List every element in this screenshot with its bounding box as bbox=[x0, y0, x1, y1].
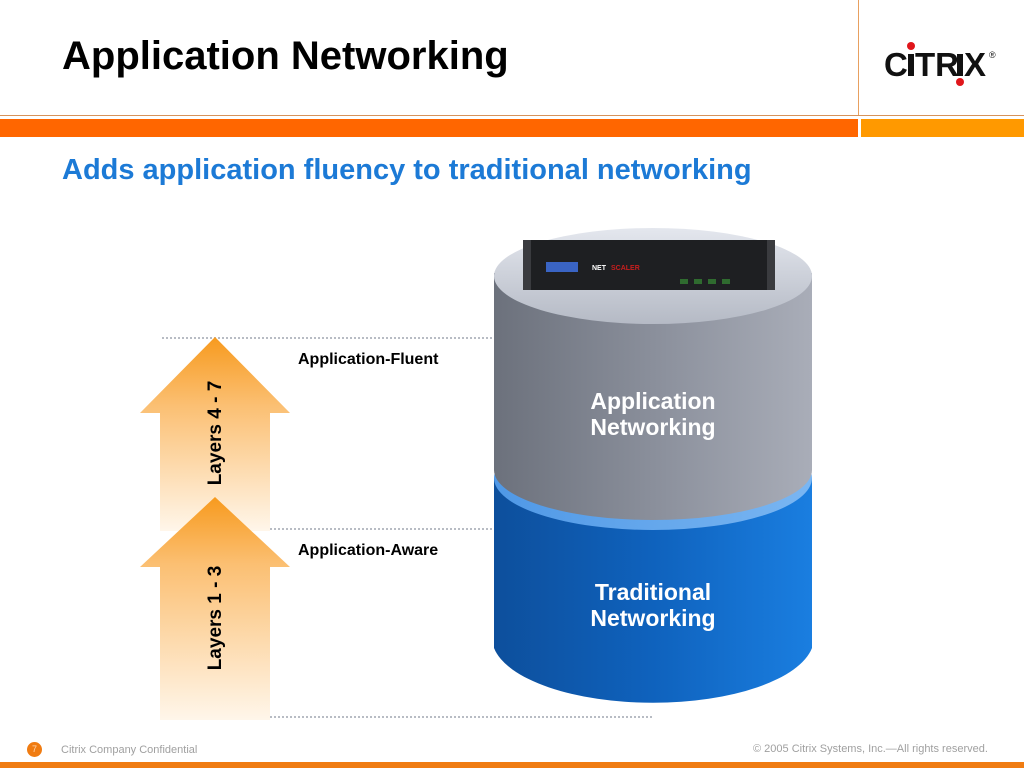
page-number: 7 bbox=[27, 742, 42, 757]
copyright-label: © 2005 Citrix Systems, Inc.—All rights r… bbox=[753, 743, 988, 755]
slide-title: Application Networking bbox=[62, 34, 509, 78]
header-rule bbox=[0, 115, 1024, 116]
level-label-aware: Application-Aware bbox=[298, 542, 439, 559]
cylinder-bottom-label-line2: Networking bbox=[590, 605, 716, 631]
svg-text:®: ® bbox=[989, 50, 996, 60]
network-cylinder: NET SCALER bbox=[494, 228, 812, 703]
cylinder-top-label: Application Networking bbox=[493, 388, 813, 440]
cylinder-top-label-line2: Networking bbox=[590, 414, 716, 440]
arrow-label-layers-4-7: Layers 4 - 7 bbox=[205, 380, 226, 486]
header-divider bbox=[858, 0, 859, 116]
cylinder-bottom-label-line1: Traditional bbox=[594, 579, 712, 605]
cylinder-bottom-label: Traditional Networking bbox=[493, 579, 813, 631]
arrow-layers-1-3 bbox=[140, 497, 290, 720]
header-bar-side bbox=[861, 119, 1024, 137]
slide-subtitle: Adds application fluency to traditional … bbox=[62, 154, 752, 186]
svg-text:C: C bbox=[884, 46, 908, 83]
svg-text:NET: NET bbox=[592, 265, 607, 272]
header-bar bbox=[0, 119, 858, 137]
level-label-fluent: Application-Fluent bbox=[298, 351, 439, 368]
footer-bar bbox=[0, 762, 1024, 768]
svg-text:SCALER: SCALER bbox=[611, 265, 640, 272]
level-line-bottom bbox=[162, 716, 652, 718]
confidential-label: Citrix Company Confidential bbox=[61, 744, 198, 756]
cylinder-top-body bbox=[494, 273, 812, 520]
level-line-middle bbox=[162, 528, 492, 530]
arrow-layers-4-7 bbox=[140, 337, 290, 531]
arrow-label-layers-1-3: Layers 1 - 3 bbox=[205, 565, 226, 671]
cylinder-bottom-body bbox=[494, 478, 812, 703]
cylinder-top-label-line1: Application bbox=[590, 388, 716, 414]
server-appliance-icon: NET SCALER bbox=[523, 240, 775, 290]
layer-arrows bbox=[140, 337, 290, 720]
level-line-top bbox=[162, 337, 652, 339]
svg-text:TR: TR bbox=[915, 46, 959, 83]
citrix-logo-icon: C TR X ® bbox=[884, 42, 996, 86]
svg-text:X: X bbox=[964, 46, 986, 83]
citrix-logo: C TR X ® bbox=[884, 38, 1004, 88]
